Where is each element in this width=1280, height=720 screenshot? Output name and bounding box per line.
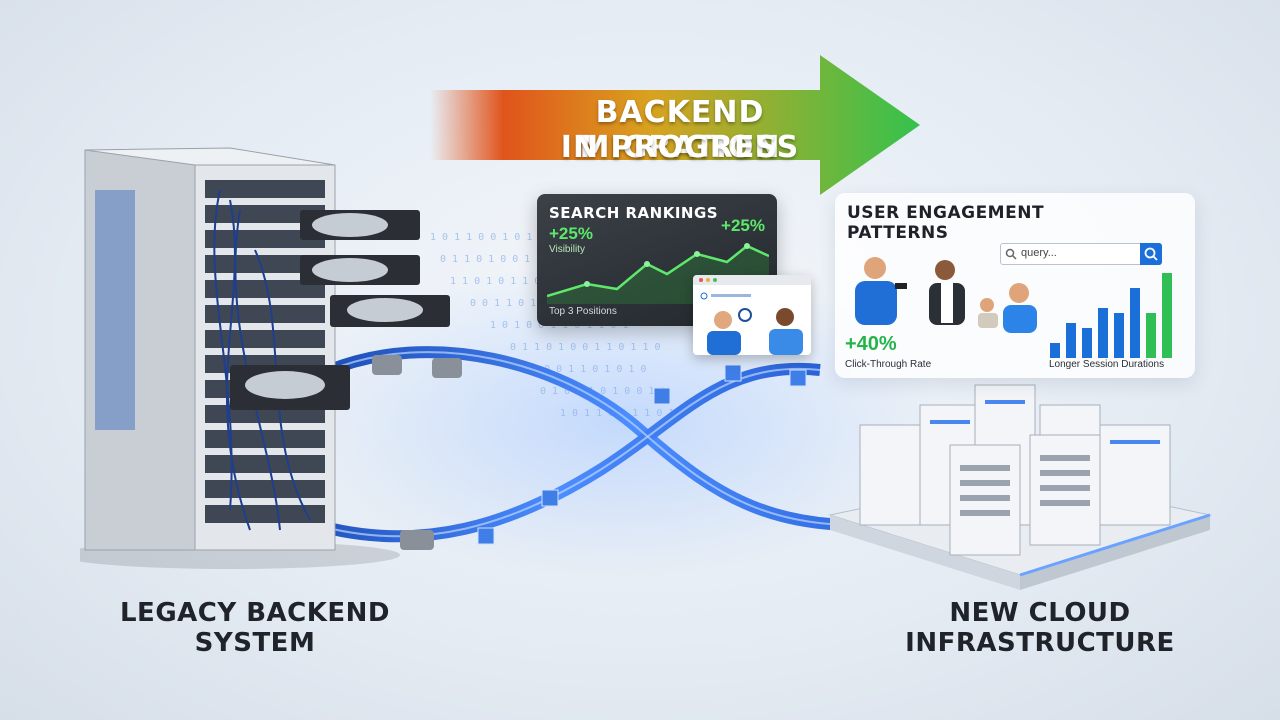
cloud-servers — [828, 384, 1212, 590]
search-bar[interactable]: query... — [1000, 243, 1162, 265]
svg-text:0 1 0 1 1 0 1 0 0 1 1: 0 1 0 1 1 0 1 0 0 1 1 — [540, 386, 666, 397]
arrow-icon — [430, 55, 920, 195]
search-input[interactable]: query... — [1021, 247, 1057, 259]
session-duration-label: Longer Session Durations — [1049, 359, 1165, 370]
legacy-server-rack — [80, 147, 450, 569]
cloud-label-line1: NEW CLOUD — [949, 598, 1131, 628]
video-call-popup — [693, 275, 811, 355]
rankings-visibility-label: Visibility — [549, 244, 585, 255]
legacy-label-line2: SYSTEM — [194, 628, 316, 658]
cloud-infrastructure-label: NEW CLOUD INFRASTRUCTURE — [880, 598, 1200, 658]
search-icon — [1005, 247, 1017, 265]
ctr-value: +40% — [845, 333, 897, 355]
engagement-title-line1: USER ENGAGEMENT — [847, 203, 1045, 223]
search-button[interactable] — [1140, 243, 1162, 265]
engagement-bar-chart — [1050, 273, 1172, 358]
hard-drive-icon — [300, 210, 420, 240]
legacy-label-line1: LEGACY BACKEND — [119, 598, 391, 628]
migration-banner: BACKEND MIGRATION IN PROGRESS — [430, 55, 920, 195]
people-icon — [693, 275, 811, 355]
banner-title-line2: IN PROGRESS — [560, 130, 800, 165]
svg-text:1 1 0 0 1 1 0 1 0 1 0: 1 1 0 0 1 1 0 1 0 1 0 — [520, 364, 646, 375]
rankings-gain-right: +25% — [721, 216, 765, 235]
banner-title-line1: BACKEND MIGRATION — [579, 95, 781, 165]
svg-text:1 0 1 1 0 0 1 0 1 1: 1 0 1 1 0 0 1 0 1 1 — [430, 232, 544, 243]
user-engagement-card: USER ENGAGEMENT PATTERNS query... +40% C… — [835, 193, 1195, 378]
cloud-label-line2: INFRASTRUCTURE — [905, 628, 1175, 658]
rankings-gain-left: +25% — [549, 224, 593, 243]
engagement-title-line2: PATTERNS — [847, 223, 949, 243]
svg-text:0 1 1 0 1 0 0 1 1 0 1 1 0: 0 1 1 0 1 0 0 1 1 0 1 1 0 — [510, 342, 661, 353]
rankings-footer: Top 3 Positions — [549, 306, 617, 317]
ctr-label: Click-Through Rate — [845, 359, 932, 370]
legacy-system-label: LEGACY BACKEND SYSTEM — [95, 598, 415, 658]
people-icon — [855, 257, 1037, 333]
rankings-title: SEARCH RANKINGS — [549, 204, 719, 222]
search-icon — [1144, 247, 1158, 261]
svg-text:0 0 1 1 0 1 0 1 1 0: 0 0 1 1 0 1 0 1 1 0 — [470, 298, 584, 309]
svg-text:1 1 0 1 0 1 1 0 0 1 0: 1 1 0 1 0 1 1 0 0 1 0 — [450, 276, 576, 287]
svg-text:0 1 1 0 1 0 0 1 1 0 1: 0 1 1 0 1 0 0 1 1 0 1 — [440, 254, 566, 265]
